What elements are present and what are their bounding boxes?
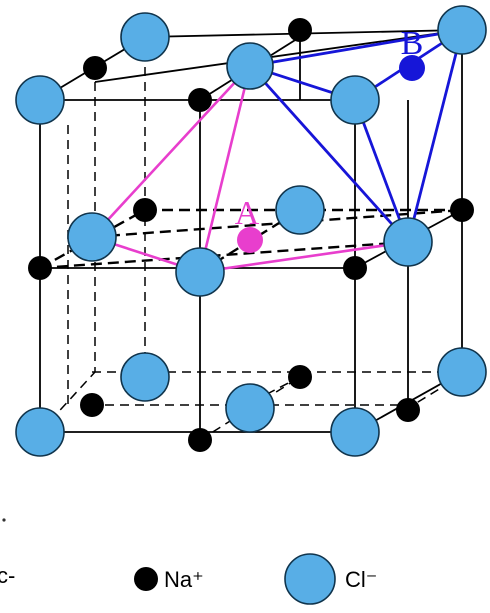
point-a-dot: [237, 227, 263, 253]
legend-cl-label: Cl⁻: [345, 567, 377, 592]
sodium-ion: [343, 256, 367, 280]
point-b-dot: [399, 55, 425, 81]
chloride-ion: [383, 217, 433, 267]
chloride-ions: [15, 5, 487, 457]
stray-left-mark: c-: [0, 563, 15, 588]
chloride-ion: [225, 383, 275, 433]
chloride-ion: [67, 212, 117, 262]
bottom-face-diagonal-line: [199, 376, 301, 441]
chloride-ion: [330, 75, 380, 125]
chloride-ion: [120, 12, 170, 62]
middle-plane-front-line: [39, 240, 409, 270]
chloride-ion: [275, 185, 325, 235]
highlight-points: A B: [235, 25, 425, 253]
sodium-ion: [188, 428, 212, 452]
chloride-ion: [175, 247, 225, 297]
pink-tetrahedron-front-edge: [198, 65, 252, 273]
legend-na-label: Na⁺: [164, 567, 204, 592]
bottom-right-depth-segment: [404, 374, 463, 411]
point-b-label: B: [401, 25, 424, 62]
chloride-ion: [330, 407, 380, 457]
stray-dot: [2, 518, 6, 522]
chloride-ion: [15, 75, 65, 125]
chloride-ion: [15, 407, 65, 457]
bottom-left-depth-edge: [39, 371, 96, 433]
blue-tetrahedron-outline: [248, 28, 464, 244]
sodium-ion: [288, 365, 312, 389]
chloride-ion: [120, 352, 170, 402]
legend-cl-marker: [284, 553, 336, 605]
middle-plane-back-line: [91, 208, 463, 239]
sodium-ion: [83, 56, 107, 80]
sodium-ion: [28, 256, 52, 280]
bottom-center-to-back-line: [239, 376, 301, 409]
legend: Na⁺ Cl⁻: [134, 553, 377, 605]
sodium-ion: [188, 88, 212, 112]
sodium-ion: [450, 198, 474, 222]
sodium-ion: [133, 198, 157, 222]
chloride-ion: [226, 42, 274, 90]
chloride-ion: [437, 347, 487, 397]
legend-na-marker: [134, 567, 158, 591]
chloride-ion: [437, 5, 487, 55]
top-back-edge: [94, 29, 463, 83]
sodium-ion: [396, 398, 420, 422]
sodium-ion: [288, 18, 312, 42]
sodium-ions: [28, 18, 474, 452]
sodium-ion: [80, 393, 104, 417]
point-a-label: A: [235, 195, 260, 232]
left-margin-marks: c-: [0, 518, 15, 588]
